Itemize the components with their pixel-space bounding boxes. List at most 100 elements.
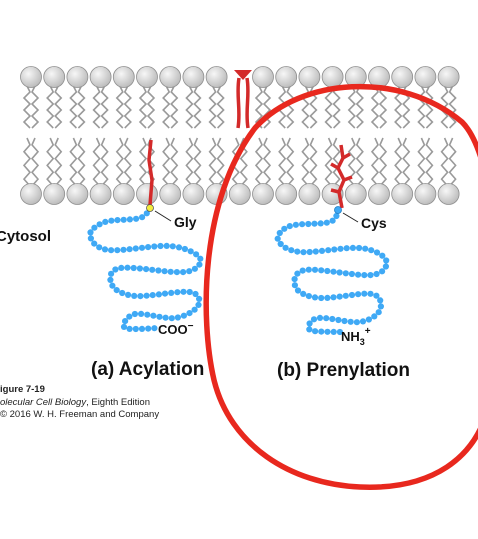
amino-acid-residue [274,235,281,242]
amino-acid-residue [195,301,202,308]
amino-acid-residue [130,264,137,272]
amino-acid-residue [196,295,203,302]
lipid-tail [185,85,194,129]
copyright-line: © 2016 W. H. Freeman and Company [0,409,160,420]
lipid-head [321,183,344,205]
amino-acid-residue [282,244,289,251]
lipid-tail [355,137,364,187]
lipid-tail [30,85,40,129]
amino-acid-residue [137,293,144,300]
lipid-tail [301,137,310,187]
amino-acid-residue [155,267,162,274]
lipid-head [414,66,437,88]
amino-acid-residue [151,325,158,332]
amino-acid-residue [329,217,336,224]
amino-acid-residue [383,257,390,264]
amino-acid-residue [342,270,349,277]
amino-acid-residue [150,312,157,319]
amino-acid-residue [294,270,301,277]
lipid-tail [262,85,272,129]
lipid-tail [46,137,55,187]
lipid-head [205,66,228,88]
amino-acid-residue [107,276,114,283]
lipid-tail [370,137,380,187]
amino-acid-residue [299,221,306,228]
amino-acid-residue [145,325,152,332]
lipid-head [321,66,344,88]
lipid-tail [146,85,156,129]
amino-acid-residue [291,276,298,283]
amino-acid-residue [336,269,343,276]
amino-acid-residue [324,267,331,275]
amino-acid-residue [136,265,143,272]
highlight-circle [203,83,478,490]
lipid-tail [162,137,171,187]
lipid-head [66,183,89,205]
amino-acid-residue [124,264,131,271]
lipid-tail [162,85,171,129]
amino-acid-residue [281,225,288,232]
amino-acid-residue [126,216,133,223]
figure-number: igure 7-19 [0,384,45,395]
lipid-head [66,66,89,88]
amino-acid-residue [312,248,319,255]
lipid-tail [138,85,148,129]
cytosol-label: Cytosol [0,228,51,245]
lipid-tail [54,137,63,187]
amino-acid-residue [348,291,356,299]
amino-acid-residue [373,249,381,256]
lipid-head [182,66,205,88]
cys-label: Cys [361,215,387,231]
figure-caption: igure 7-19 olecular Cell Biology, Eighth… [0,384,159,422]
amino-acid-residue [87,235,94,242]
amino-acid-residue [373,292,380,299]
amino-acid-residue [311,220,318,227]
amino-acid-residue [318,267,325,274]
amino-acid-residue [112,266,119,273]
amino-acid-residue [311,266,319,273]
amino-acid-residue [114,217,121,224]
amino-acid-residue [300,290,307,297]
amino-acid-residue [122,318,129,325]
amino-acid-residue [96,221,103,228]
amino-acid-residue [348,270,355,278]
amino-acid-residue [359,318,367,325]
amino-acid-residue [113,287,120,294]
amino-acid-residue [353,319,360,326]
lipid-tail [417,85,426,129]
amino-acid-residue [318,328,325,335]
amino-acid-residue [161,268,168,275]
amino-acid-residue [371,313,378,320]
amino-acid-residue [173,269,180,276]
amino-acid-residue [305,293,312,300]
lipid-tail [425,137,434,187]
amino-acid-residue [186,268,193,275]
lipid-head [391,66,414,88]
amino-acid-residue [180,312,187,319]
amino-acid-residue [145,244,152,251]
amino-acid-residue [174,314,181,321]
amino-acid-residue [330,328,337,335]
amino-acid-residue [361,272,368,279]
amino-acid-residue [347,318,354,325]
lipid-tails [22,85,457,187]
amino-acid-residue [375,309,382,316]
amino-acid-residue [310,316,318,323]
lipid-tail [185,137,194,187]
lipid-head [89,66,112,88]
amino-acid-residue [143,210,150,217]
amino-acid-residue [174,289,181,296]
amino-acid-residue [305,266,312,273]
amino-acid-residue [96,244,103,251]
lipid-head [437,183,460,205]
amino-acid-residue [119,289,126,297]
lipid-head [89,183,112,205]
amino-acid-residue [292,221,299,228]
amino-acid-residue [277,240,284,248]
lipid-head [20,183,42,205]
amino-acid-residue [299,267,306,274]
lipid-tail [100,85,109,129]
amino-acid-residue [373,270,380,278]
lipid-head [391,183,414,205]
lipid-tail [402,137,411,187]
